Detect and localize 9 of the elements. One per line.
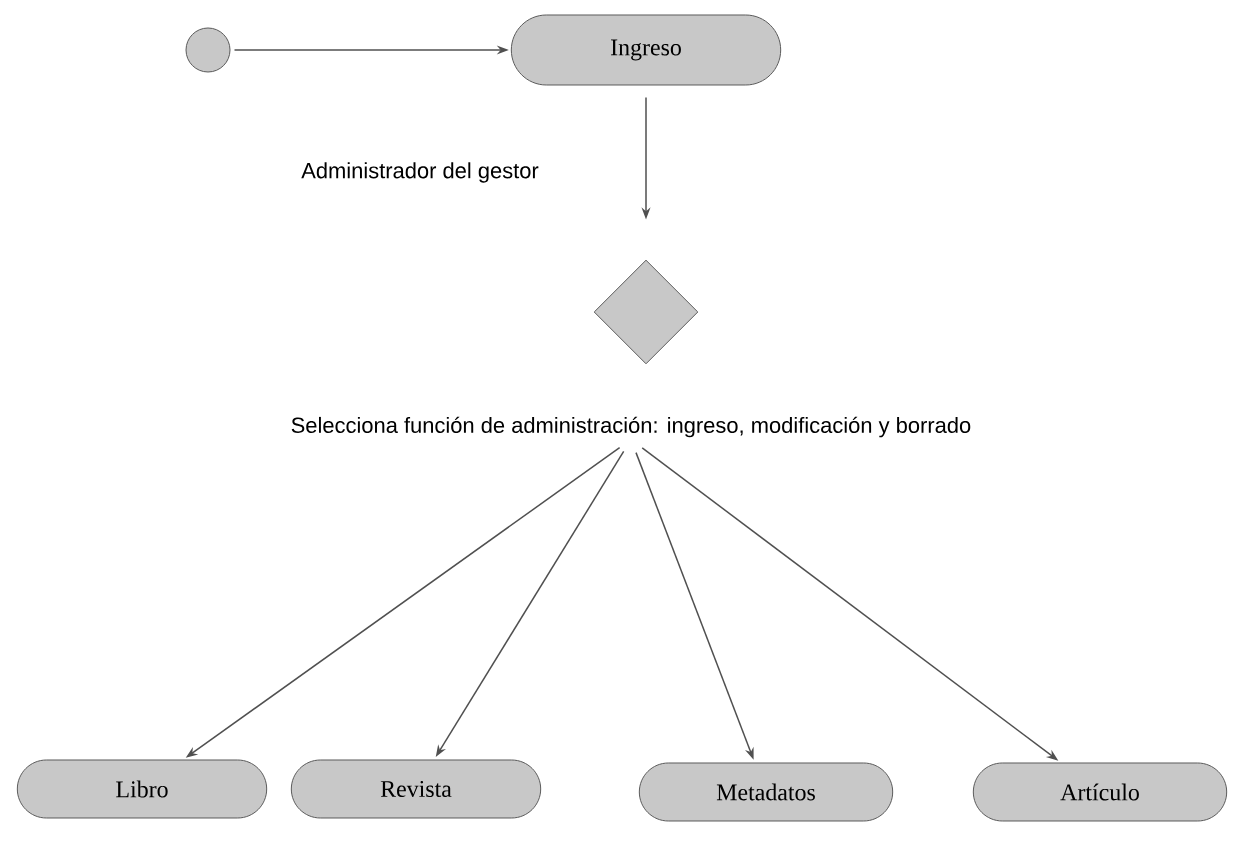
state-box: Libro — [16, 759, 268, 819]
state-box: Ingreso — [510, 14, 782, 86]
decision-diamond — [593, 259, 699, 365]
start-circle — [185, 27, 231, 73]
state-box: Artículo — [972, 762, 1228, 822]
edge-label: Administrador del gestor — [299, 160, 541, 185]
state-box: Metadatos — [638, 762, 894, 822]
state-box: Revista — [290, 759, 542, 819]
text-label: Selecciona función de administración: ingreso, modificación y borrado — [291, 416, 971, 438]
